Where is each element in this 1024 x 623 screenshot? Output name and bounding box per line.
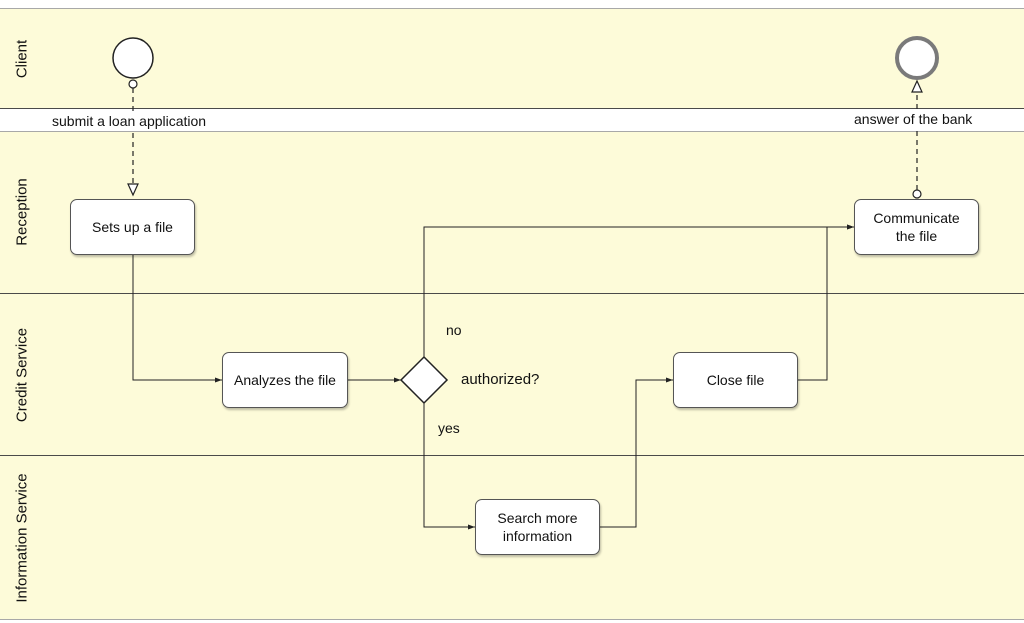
information-service-lane-header: Information Service — [0, 456, 44, 619]
gateway-question-label: authorized? — [461, 371, 540, 388]
search-information-task-label: Search more information — [497, 510, 578, 544]
client-lane-label: Client — [13, 39, 31, 78]
start-event-circle[interactable] — [112, 37, 154, 79]
credit-service-lane-header: Credit Service — [0, 294, 44, 455]
analyzes-file-task[interactable]: Analyzes the file — [222, 352, 348, 408]
submit-message-label: submit a loan application — [48, 113, 211, 130]
close-file-task[interactable]: Close file — [673, 352, 798, 408]
client-pool: Client — [0, 8, 1024, 109]
reception-lane-header: Reception — [0, 131, 44, 293]
bank-pool-bottom-border — [0, 619, 1024, 620]
yes-branch-label: yes — [438, 420, 460, 436]
flow-search-to-close[interactable] — [600, 377, 673, 528]
credit-service-lane-label: Credit Service — [13, 327, 31, 422]
flow-gateway-no-to-communicate[interactable] — [423, 224, 854, 357]
flow-setup-to-analyze[interactable] — [132, 255, 222, 383]
client-pool-bottom-border — [0, 108, 1024, 109]
bank-pool-top-border — [0, 131, 1024, 132]
analyzes-file-task-label: Analyzes the file — [234, 372, 336, 388]
end-event-circle[interactable] — [895, 36, 939, 80]
message-flow-source-circle — [912, 189, 922, 199]
reception-credit-divider — [0, 293, 1024, 294]
message-flow-arrowhead — [911, 79, 923, 93]
no-branch-label: no — [446, 322, 462, 338]
flow-gateway-yes-to-search[interactable] — [423, 403, 475, 530]
sets-up-file-task-label: Sets up a file — [92, 219, 173, 235]
search-information-task[interactable]: Search more information — [475, 499, 600, 555]
message-flow-source-circle — [128, 79, 138, 89]
flow-close-to-communicate[interactable] — [798, 224, 854, 381]
communicate-file-task[interactable]: Communicate the file — [854, 199, 979, 255]
client-pool-top-border — [0, 8, 1024, 9]
communicate-file-task-label: Communicate the file — [873, 210, 960, 244]
credit-information-divider — [0, 455, 1024, 456]
sets-up-file-task[interactable]: Sets up a file — [70, 199, 195, 255]
information-service-lane-label: Information Service — [13, 472, 31, 603]
close-file-task-label: Close file — [706, 372, 765, 388]
reception-lane-label: Reception — [13, 178, 31, 246]
answer-message-flow[interactable] — [911, 79, 923, 199]
message-flow-arrowhead — [127, 183, 139, 197]
authorized-gateway-diamond[interactable] — [399, 355, 449, 405]
answer-message-label: answer of the bank — [850, 111, 977, 128]
client-lane-header: Client — [0, 8, 44, 109]
submit-message-flow[interactable] — [127, 79, 139, 197]
